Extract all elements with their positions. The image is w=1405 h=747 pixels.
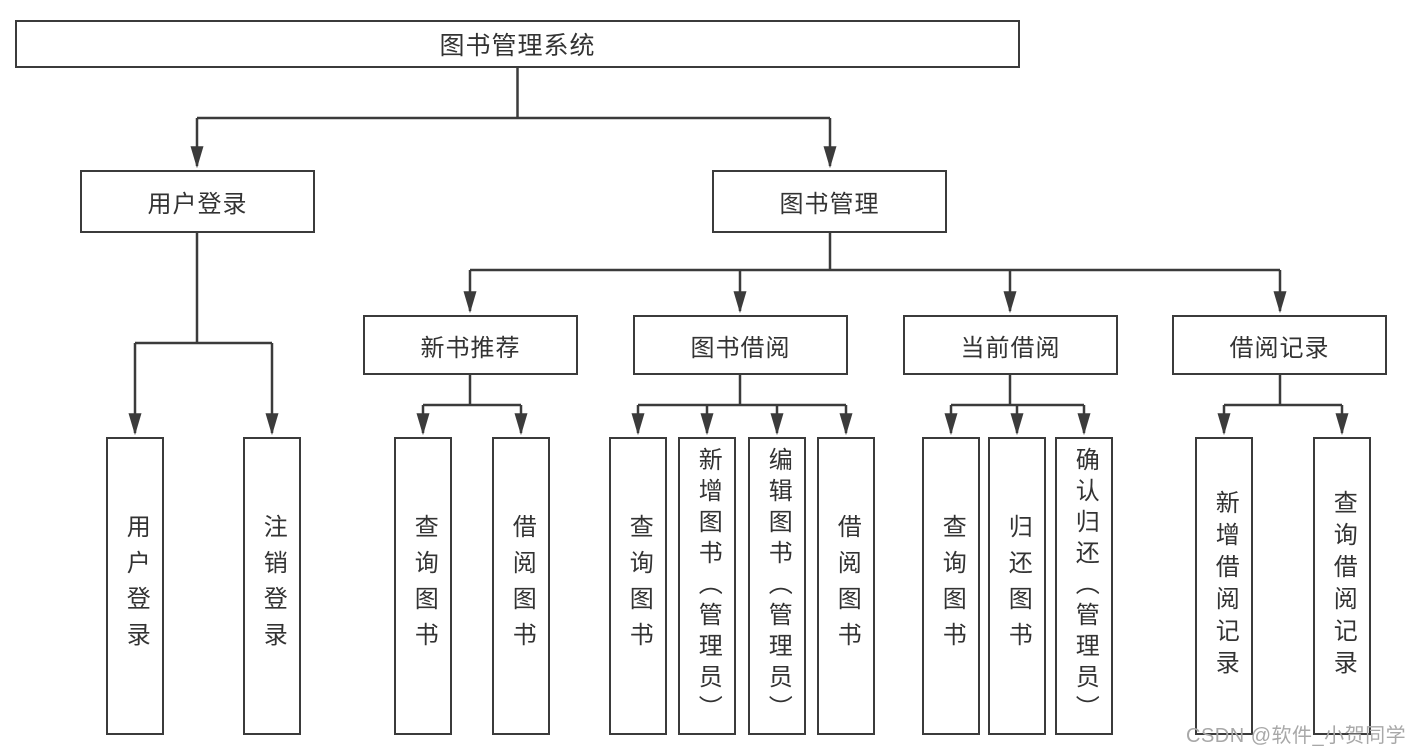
leaf-return-book-label: 归还图书 (1004, 514, 1032, 658)
leaf-query-books-current: 查询图书 (922, 437, 980, 735)
leaf-query-books-recommend-label: 查询图书 (410, 514, 438, 658)
leaf-query-books-recommend: 查询图书 (394, 437, 452, 735)
node-book-management: 图书管理 (712, 170, 947, 233)
node-library-system: 图书管理系统 (15, 20, 1020, 68)
node-book-borrow: 图书借阅 (633, 315, 848, 375)
leaf-logout-label: 注销登录 (259, 514, 287, 658)
leaf-user-login-label: 用户登录 (122, 514, 150, 658)
leaf-add-book-admin: 新增图书（管理员） (678, 437, 736, 735)
leaf-query-borrow-record: 查询借阅记录 (1313, 437, 1371, 735)
leaf-borrow-books: 借阅图书 (817, 437, 875, 735)
leaf-borrow-books-label: 借阅图书 (833, 514, 861, 658)
node-user-login: 用户登录 (80, 170, 315, 233)
node-borrow-records: 借阅记录 (1172, 315, 1387, 375)
leaf-logout: 注销登录 (243, 437, 301, 735)
leaf-edit-book-admin: 编辑图书（管理员） (748, 437, 806, 735)
leaf-borrow-books-recommend: 借阅图书 (492, 437, 550, 735)
leaf-query-borrow-record-label: 查询借阅记录 (1329, 490, 1357, 682)
leaf-add-borrow-record: 新增借阅记录 (1195, 437, 1253, 735)
leaf-user-login: 用户登录 (106, 437, 164, 735)
leaf-query-books-borrow: 查询图书 (609, 437, 667, 735)
leaf-confirm-return-admin: 确认归还（管理员） (1055, 437, 1113, 735)
leaf-borrow-books-recommend-label: 借阅图书 (508, 514, 536, 658)
leaf-return-book: 归还图书 (988, 437, 1046, 735)
node-new-book-recommend: 新书推荐 (363, 315, 578, 375)
leaf-query-books-current-label: 查询图书 (938, 514, 966, 658)
leaf-query-books-borrow-label: 查询图书 (625, 514, 653, 658)
node-current-borrow: 当前借阅 (903, 315, 1118, 375)
leaf-add-book-admin-label: 新增图书（管理员） (694, 446, 722, 726)
leaf-confirm-return-admin-label: 确认归还（管理员） (1071, 446, 1099, 726)
csdn-watermark: CSDN @软件_小贺同学 (1186, 725, 1405, 747)
leaf-add-borrow-record-label: 新增借阅记录 (1211, 490, 1239, 682)
leaf-edit-book-admin-label: 编辑图书（管理员） (764, 446, 792, 726)
